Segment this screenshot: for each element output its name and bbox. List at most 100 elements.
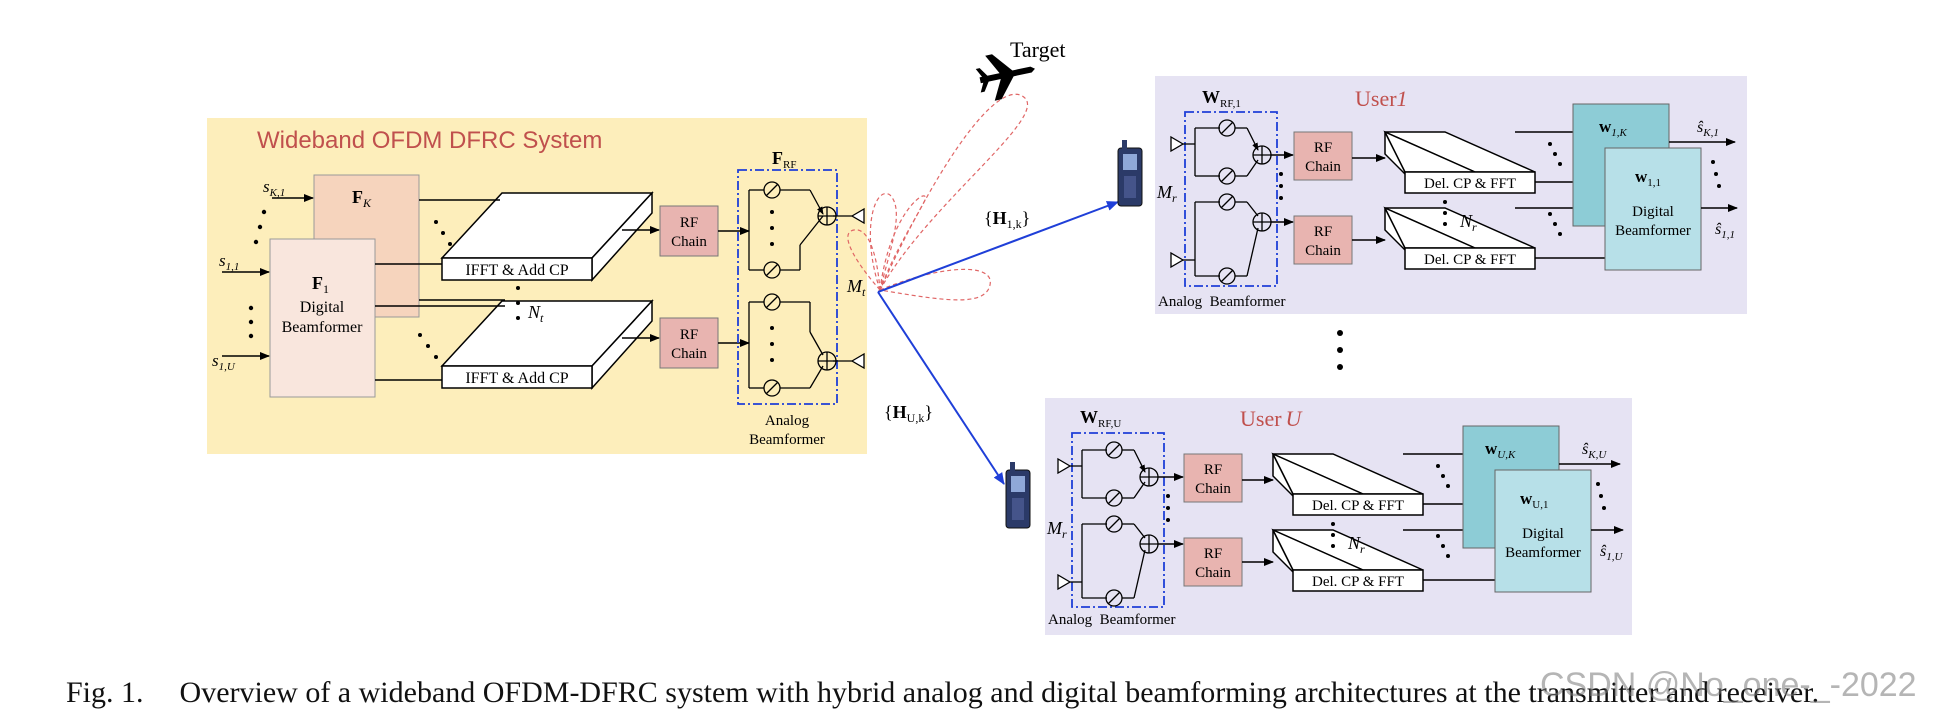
- userU-del-label-1: Del. CP & FFT: [1312, 498, 1404, 514]
- tx-phase-shifter-network: [748, 181, 852, 397]
- user1-phase-network: [1183, 119, 1272, 285]
- user1-del-block-1: [1383, 130, 1536, 194]
- channel-label-user1: {H1,k}: [984, 208, 1030, 231]
- user1-rf-chain-1-line1: RF: [1314, 140, 1332, 156]
- userU-w-front: [1494, 469, 1592, 593]
- ifft-label-2: IFFT & Add CP: [465, 370, 568, 387]
- figure-number: Fig. 1.: [66, 676, 144, 709]
- user1-analog-label: Analog Beamformer: [1158, 294, 1285, 310]
- input-s11-label: s1,1: [219, 251, 239, 273]
- phone-icon-userU: [1005, 462, 1031, 529]
- user1-nr-label: Nr: [1459, 211, 1477, 234]
- user1-title: User1: [1355, 86, 1408, 111]
- user1-del-label-2: Del. CP & FFT: [1424, 252, 1516, 268]
- userU-del-block-1: [1271, 452, 1424, 516]
- tx-antenna-icons: [850, 207, 865, 370]
- user1-rf-chain-1: [1293, 131, 1353, 181]
- userU-del-dots: [1331, 464, 1450, 558]
- channel-link-userU: [877, 291, 1005, 485]
- nt-label: Nt: [527, 302, 544, 325]
- user1-out-dots: [1711, 160, 1721, 188]
- users-dots: [1337, 330, 1343, 370]
- f1-caption-line1: Digital: [300, 299, 345, 316]
- watermark: CSDN @No_one-_-2022: [1540, 666, 1917, 704]
- user1-phase-dots: [1279, 172, 1283, 200]
- user1-del-block-2: [1383, 206, 1536, 270]
- beam-pattern: [847, 93, 1028, 301]
- frf-label: FRF: [772, 148, 796, 171]
- tx-analog-label-line2: Beamformer: [749, 432, 825, 448]
- userU-dbf-line1: Digital: [1522, 526, 1564, 542]
- userU-analog-label: Analog Beamformer: [1048, 612, 1175, 628]
- userU-rf-chain-1: [1183, 453, 1243, 503]
- userU-out-k-label: ŝK,U: [1582, 441, 1607, 461]
- system-diagram: Wideband OFDM DFRC System FK F1 Digital …: [207, 37, 1747, 635]
- figure-caption: Fig. 1.Overview of a wideband OFDM-DFRC …: [66, 676, 1926, 710]
- target-label: Target: [1010, 37, 1065, 62]
- userU-phase-network: [1070, 441, 1159, 607]
- userU-rf-chain-1-line1: RF: [1204, 462, 1222, 478]
- f1-label: F1: [312, 273, 329, 296]
- ifft-block-1: [440, 191, 654, 282]
- userU-out-dots: [1596, 482, 1606, 510]
- channel-link-user1: [877, 201, 1119, 293]
- input-sk1-label: sK,1: [263, 177, 285, 199]
- fk-label: FK: [352, 187, 372, 210]
- userU-w-front-label: wU,1: [1520, 489, 1548, 511]
- mt-label: Mt: [846, 276, 866, 299]
- user1-w-front: [1604, 147, 1702, 271]
- user1-mr-label: Mr: [1156, 182, 1177, 205]
- userU-wrf-label: WRF,U: [1080, 407, 1121, 430]
- userU-del-block-2: [1271, 528, 1424, 592]
- airplane-icon: [975, 54, 1035, 101]
- f1-caption-line2: Beamformer: [282, 319, 364, 336]
- userU-del-label-2: Del. CP & FFT: [1312, 574, 1404, 590]
- user1-dbf-line1: Digital: [1632, 204, 1674, 220]
- user1-receiver: User1 WRF,1 Analog Beamformer Mr: [1155, 76, 1747, 314]
- tx-rf-chain-2-label-line1: RF: [680, 327, 698, 343]
- user1-analog-beamformer-box: [1184, 111, 1278, 287]
- user1-w-back-label: w1,K: [1599, 117, 1628, 139]
- input-dots-upper: [253, 209, 267, 245]
- user1-out-1-label: ŝ1,1: [1715, 221, 1735, 241]
- userU-rf-chain-2-line2: Chain: [1195, 565, 1231, 581]
- user1-rf-chain-2-line1: RF: [1314, 224, 1332, 240]
- bf-to-ifft-lines: [375, 199, 505, 381]
- user1-dbf-line2: Beamformer: [1615, 223, 1691, 239]
- input-s1u-label: s1,U: [212, 351, 236, 373]
- userU-rf-chain-2: [1183, 537, 1243, 587]
- tx-phase-dots: [770, 210, 774, 362]
- tx-rf-chain-1-label-line1: RF: [680, 215, 698, 231]
- user1-antenna-icons: [1170, 135, 1185, 269]
- transmitter-section: Wideband OFDM DFRC System FK F1 Digital …: [207, 118, 867, 454]
- user1-out-k-label: ŝK,1: [1697, 119, 1719, 139]
- userU-nr-label: Nr: [1347, 533, 1365, 556]
- userU-out-1-label: ŝ1,U: [1600, 543, 1623, 563]
- ifft-label-1: IFFT & Add CP: [465, 262, 568, 279]
- f1-digital-beamformer: [269, 238, 376, 398]
- tx-rf-chain-2: [659, 317, 719, 369]
- tx-analog-beamformer-box: [737, 169, 838, 405]
- user1-rf-chain-1-line2: Chain: [1305, 159, 1341, 175]
- userU-rf-chain-1-line2: Chain: [1195, 481, 1231, 497]
- tx-rf-chain-2-label-line2: Chain: [671, 346, 707, 362]
- userU-rf-chain-2-line1: RF: [1204, 546, 1222, 562]
- user1-wrf-label: WRF,1: [1202, 87, 1241, 110]
- tx-rf-chain-1-label-line2: Chain: [671, 234, 707, 250]
- user1-del-dots: [1443, 142, 1562, 236]
- userU-w-back-label: wU,K: [1485, 439, 1516, 461]
- tx-analog-label-line1: Analog: [765, 413, 810, 429]
- ifft-block-2: [440, 299, 654, 390]
- ifft-dots: [418, 220, 520, 359]
- userU-dbf-line2: Beamformer: [1505, 545, 1581, 561]
- userU-antenna-icons: [1057, 457, 1072, 591]
- user1-w-front-label: w1,1: [1635, 167, 1661, 189]
- input-dots-lower: [248, 305, 254, 339]
- userU-mr-label: Mr: [1046, 518, 1067, 541]
- user1-rf-chain-2: [1293, 215, 1353, 265]
- transmitter-title: Wideband OFDM DFRC System: [257, 127, 602, 154]
- userU-del-to-w-lines: [1403, 453, 1495, 581]
- user1-rf-chain-2-line2: Chain: [1305, 243, 1341, 259]
